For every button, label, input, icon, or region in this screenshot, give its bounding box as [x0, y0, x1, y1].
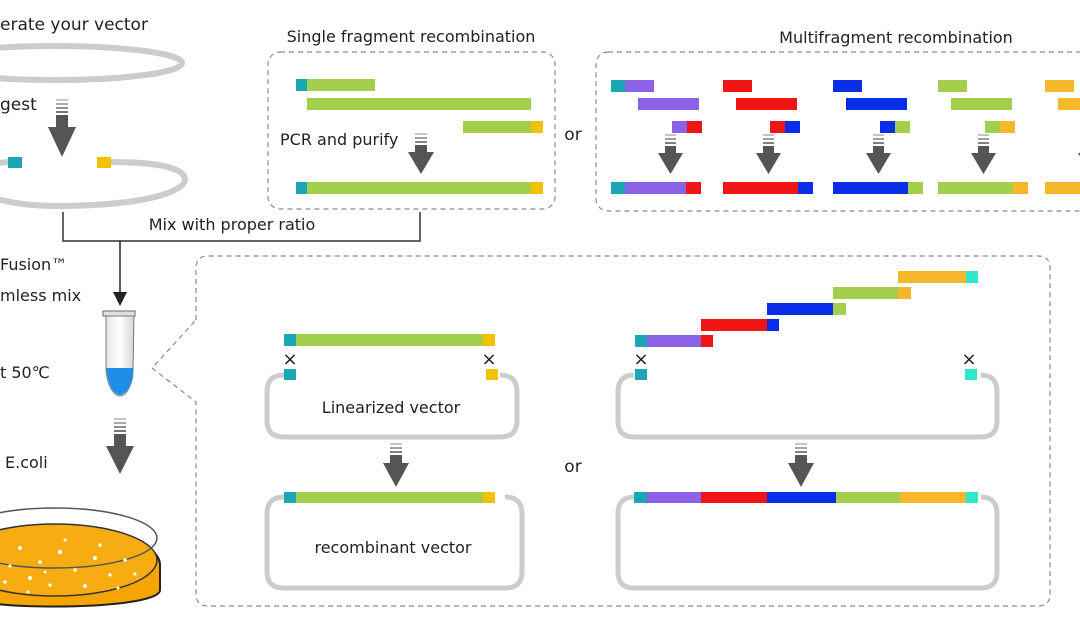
pcr-arrow	[408, 133, 434, 174]
multi-primer-rev-3	[985, 121, 1000, 133]
multi-primer-fwd-0	[625, 80, 654, 92]
recombinant-vector-label: recombinant vector	[314, 538, 471, 557]
multi-fragment-columns	[611, 80, 1080, 194]
multi-product-main-1	[723, 182, 798, 194]
multi-arrow-stripe-3-2	[978, 142, 989, 144]
multi-primer-fwd-4	[1045, 80, 1074, 92]
multi-arrow-stripe-0-1	[665, 138, 676, 140]
petri-dish-icon	[0, 507, 161, 608]
multi-arrow-stripe-3-1	[978, 138, 989, 140]
multi-product-left-0	[611, 182, 625, 194]
multi-arrow-stripe-2-0	[873, 134, 884, 136]
multi-primer-fwd-3	[938, 80, 967, 92]
multi-product-main-4	[1045, 182, 1080, 194]
multi-primer-fwd-2	[833, 80, 862, 92]
multi-fragment-box	[595, 51, 1080, 212]
multi-arrow-shaft-3	[978, 146, 989, 154]
multi-product-main-3	[938, 182, 1013, 194]
mix-bracket	[62, 212, 421, 242]
multi-insert-staircase	[635, 271, 978, 347]
recombinant-vector-left	[264, 494, 525, 591]
single-fragment-title: Single fragment recombination	[287, 27, 536, 46]
multi-product-right-2	[908, 182, 923, 194]
multi-arrow-shaft-0	[665, 146, 676, 154]
multi-arrow-stripe-2-1	[873, 138, 884, 140]
multi-arrow-stripe-2-2	[873, 142, 884, 144]
multi-primer-fwd-1	[723, 80, 752, 92]
multi-arrow-stripe-3-0	[978, 134, 989, 136]
reagent-label-line2: mless mix	[0, 286, 81, 305]
vector-end-yellow	[97, 157, 111, 168]
ecoli-label: E.coli	[5, 453, 48, 472]
multi-primer-end-0	[611, 80, 625, 92]
linearized-vector-right	[615, 372, 1000, 440]
linearized-end-teal	[284, 369, 296, 380]
pcr-purify-label: PCR and purify	[280, 130, 398, 149]
or-label-bottom: or	[564, 457, 581, 477]
incubate-label: t 50℃	[0, 363, 50, 382]
linearized-vector-left	[264, 372, 520, 440]
multi-product-right-0	[686, 182, 701, 194]
multi-fragment-title: Multifragment recombination	[779, 28, 1013, 47]
multi-arrow-head-1	[756, 153, 781, 174]
cross-mark-left-a: ×	[282, 349, 297, 370]
multi-template-3	[951, 98, 1012, 110]
cross-mark-right-b: ×	[961, 349, 976, 370]
multi-arrow-shaft-1	[763, 146, 774, 154]
multi-arrow-stripe-0-0	[665, 134, 676, 136]
linearized-right-end-teal	[635, 369, 647, 380]
assembly-arrow-right	[788, 443, 814, 487]
recombinant-insert-left	[284, 492, 495, 503]
multi-primer-rev-end-1	[785, 121, 800, 133]
multi-primer-rev-end-3	[1000, 121, 1015, 133]
recombinant-insert-right	[634, 492, 978, 503]
tube-icon	[102, 310, 136, 397]
generate-vector-label: erate your vector	[0, 15, 148, 35]
mix-down-arrow	[113, 241, 127, 306]
multi-arrow-stripe-1-1	[763, 138, 774, 140]
single-insert	[284, 334, 495, 346]
linearized-end-yellow	[486, 369, 498, 380]
multi-template-2	[846, 98, 907, 110]
multi-template-0	[638, 98, 699, 110]
multi-arrow-head-0	[658, 153, 683, 174]
vector-end-teal	[8, 157, 22, 168]
multi-primer-rev-1	[770, 121, 785, 133]
multi-primer-rev-end-2	[895, 121, 910, 133]
single-fragment-product	[296, 182, 543, 194]
or-label-top: or	[564, 125, 581, 145]
mix-ratio-label: Mix with proper ratio	[149, 215, 316, 234]
multi-product-right-3	[1013, 182, 1028, 194]
linearized-vector-ring	[0, 159, 188, 210]
assembly-arrow-left	[383, 443, 409, 487]
digest-label: gest	[0, 95, 37, 115]
digest-arrow	[48, 99, 76, 157]
multi-product-right-1	[798, 182, 813, 194]
reagent-label-line1: Fusion™	[0, 255, 67, 274]
linearized-right-end-cyan	[965, 369, 977, 380]
multi-arrow-head-3	[971, 153, 996, 174]
transform-arrow	[106, 418, 134, 474]
single-fragment-primers	[296, 79, 543, 133]
multi-primer-rev-0	[672, 121, 687, 133]
multi-product-main-2	[833, 182, 908, 194]
linearized-vector-label: Linearized vector	[322, 398, 461, 417]
multi-primer-rev-2	[880, 121, 895, 133]
multi-arrow-stripe-1-0	[763, 134, 774, 136]
multi-arrow-stripe-0-2	[665, 142, 676, 144]
recombinant-vector-right	[615, 494, 1000, 591]
multi-arrow-stripe-1-2	[763, 142, 774, 144]
multi-product-main-0	[625, 182, 686, 194]
multi-primer-rev-end-0	[687, 121, 702, 133]
assembly-box	[151, 255, 1051, 607]
cross-mark-right-a: ×	[633, 349, 648, 370]
multi-arrow-head-2	[866, 153, 891, 174]
multi-template-1	[736, 98, 797, 110]
intact-vector-ring	[0, 43, 185, 83]
multi-template-4	[1058, 98, 1080, 110]
cross-mark-left-b: ×	[481, 349, 496, 370]
multi-arrow-shaft-2	[873, 146, 884, 154]
